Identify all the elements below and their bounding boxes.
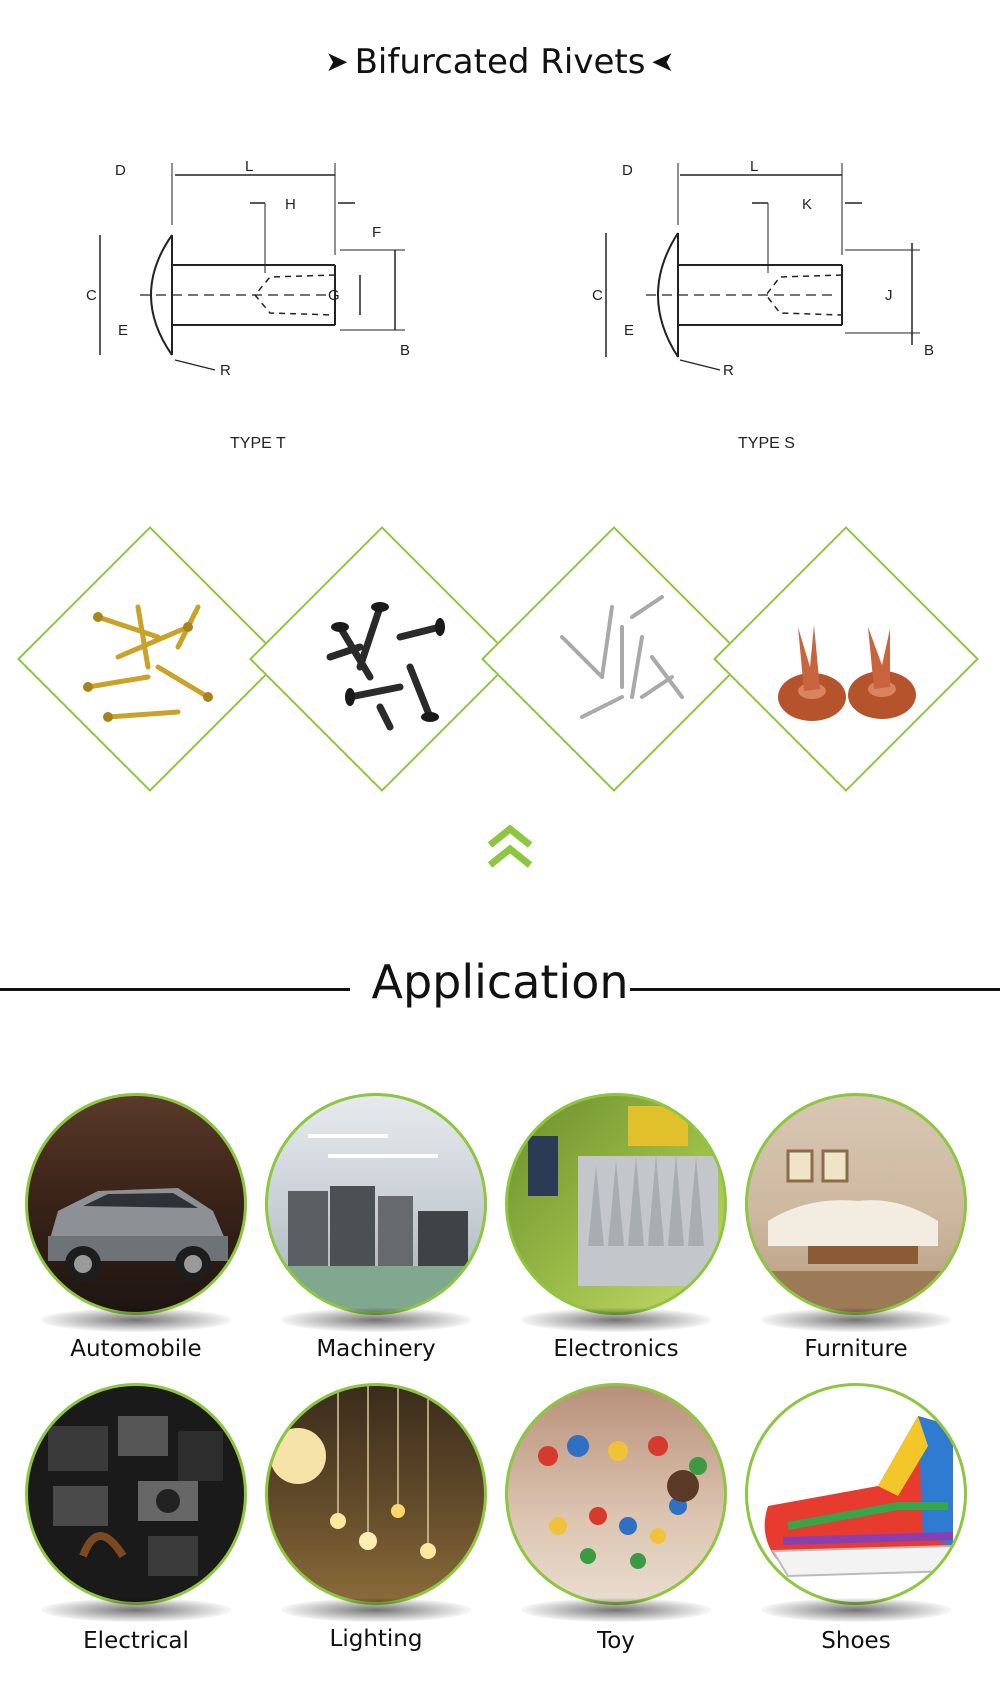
shadow [521, 1598, 711, 1622]
svg-text:J: J [885, 287, 893, 304]
divider-right [630, 988, 1000, 991]
application-label-automobile: Automobile [70, 1336, 202, 1362]
svg-text:K: K [802, 196, 812, 213]
product-copper-rivets [713, 526, 979, 792]
svg-text:L: L [750, 158, 758, 175]
chevron-left-icon: ➤ [651, 45, 675, 78]
application-furniture-image [745, 1093, 967, 1315]
shadow [761, 1308, 951, 1332]
diagram-type-s-label: TYPE S [738, 435, 795, 452]
application-label-toy: Toy [597, 1628, 635, 1654]
svg-text:R: R [220, 362, 231, 379]
application-label-lighting: Lighting [329, 1626, 423, 1652]
diagram-type-t: D L H F C G E R B TYPE T [70, 155, 470, 480]
brass-rivets-image [82, 604, 213, 722]
svg-text:F: F [372, 224, 381, 241]
black-rivets-image [326, 602, 445, 731]
svg-text:D: D [622, 162, 633, 179]
application-label-furniture: Furniture [804, 1336, 908, 1362]
svg-text:E: E [624, 322, 634, 339]
application-shoes-image [745, 1383, 967, 1605]
svg-text:E: E [118, 322, 128, 339]
shadow [761, 1598, 951, 1622]
application-electrical-image [25, 1383, 247, 1605]
diagram-type-s: D L K C J E R B TYPE S [580, 155, 960, 480]
svg-text:C: C [592, 287, 603, 304]
product-steel-rivets [481, 526, 747, 792]
steel-rivets-image [560, 595, 684, 719]
svg-text:B: B [924, 342, 934, 359]
diagram-type-t-label: TYPE T [230, 435, 286, 452]
application-electronics-image [505, 1093, 727, 1315]
svg-text:H: H [285, 196, 296, 213]
section-title: Application [371, 955, 629, 1009]
application-label-shoes: Shoes [821, 1628, 891, 1654]
product-black-rivets [249, 526, 515, 792]
copper-rivets-image [778, 625, 916, 721]
shadow [281, 1308, 471, 1332]
application-machinery-image [265, 1093, 487, 1315]
application-toy-image [505, 1383, 727, 1605]
shadow [41, 1308, 231, 1332]
application-label-electrical: Electrical [83, 1628, 189, 1654]
svg-text:D: D [115, 162, 126, 179]
application-lighting-image [265, 1383, 487, 1605]
application-automobile-image [25, 1093, 247, 1315]
svg-text:B: B [400, 342, 410, 359]
svg-text:R: R [723, 362, 734, 379]
shadow [521, 1308, 711, 1332]
double-chevron-up-icon [485, 823, 535, 878]
shadow [281, 1598, 471, 1622]
application-label-machinery: Machinery [316, 1336, 436, 1362]
divider-left [0, 988, 350, 991]
page-title: ➤Bifurcated Rivets➤ [325, 42, 675, 82]
chevron-right-icon: ➤ [325, 45, 349, 78]
svg-text:C: C [86, 287, 97, 304]
application-label-electronics: Electronics [553, 1336, 679, 1362]
shadow [41, 1598, 231, 1622]
product-brass-rivets [17, 526, 283, 792]
svg-text:L: L [245, 158, 253, 175]
svg-text:G: G [328, 287, 340, 304]
